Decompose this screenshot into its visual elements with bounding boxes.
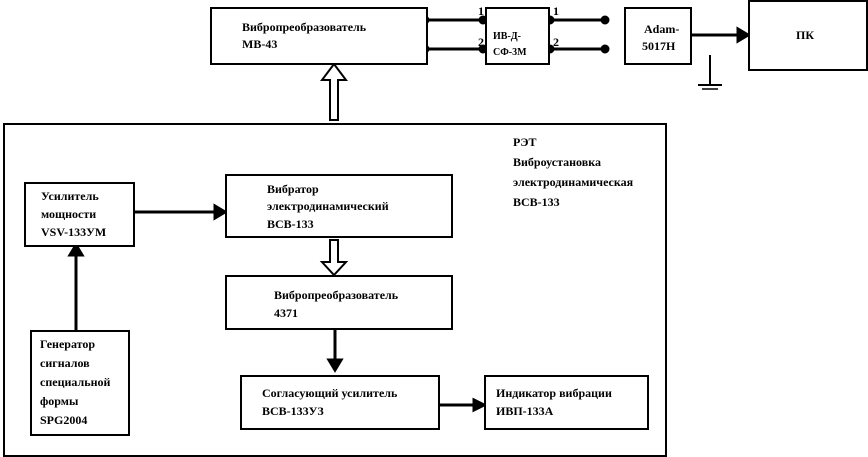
- label: Усилитель: [41, 189, 99, 203]
- label: МВ-43: [242, 37, 278, 51]
- port-in-2: 2: [478, 35, 484, 49]
- label: мощности: [41, 207, 97, 221]
- adam-block: Adam- 5017H: [624, 7, 692, 65]
- label: РЭТ: [513, 135, 537, 149]
- label: VSV-133УМ: [41, 225, 107, 239]
- generator-block: Генератор сигналов специальной формы SPG…: [30, 330, 130, 436]
- label: специальной: [40, 375, 111, 389]
- indicator-block: Индикатор вибрации ИВП-133А: [484, 375, 649, 430]
- matching-amp-block: Согласующий усилитель ВСВ-133УЗ: [240, 375, 440, 430]
- label: Adam-: [644, 22, 680, 36]
- label: SPG2004: [40, 413, 88, 427]
- label: Вибратор: [267, 182, 319, 196]
- label: 4371: [274, 306, 298, 320]
- label: ИВ-Д-СФ-3М: [493, 31, 527, 58]
- amp-block: Усилитель мощности VSV-133УМ: [24, 182, 135, 247]
- label: сигналов: [40, 356, 90, 370]
- double-arrow-4371: [319, 239, 349, 277]
- label: электродинамическая: [513, 175, 634, 189]
- label: ВСВ-133: [267, 217, 314, 231]
- double-arrow-mv43: [320, 62, 348, 121]
- port-in-1: 1: [478, 4, 484, 18]
- label: 5017H: [642, 39, 676, 53]
- label: Виброустановка: [513, 155, 601, 169]
- label: электродинамический: [267, 199, 389, 213]
- port-out-2: 2: [553, 35, 559, 49]
- sensor-4371-block: Вибропреобразователь 4371: [225, 275, 453, 330]
- mv43-block: Вибропреобразователь МВ-43: [210, 7, 428, 65]
- label: формы: [40, 394, 79, 408]
- label: ВСВ-133УЗ: [262, 404, 324, 418]
- arrow-to-pc: [736, 26, 751, 44]
- pc-block: ПК: [748, 0, 868, 71]
- label: ВСВ-133: [513, 195, 560, 209]
- label: ПК: [796, 28, 815, 42]
- label: Вибропреобразователь: [242, 20, 367, 34]
- ret-enclosure: [3, 123, 667, 457]
- label: Согласующий усилитель: [262, 386, 398, 400]
- label: Вибропреобразователь: [274, 288, 399, 302]
- label: Генератор: [40, 337, 96, 351]
- label: ИВП-133А: [496, 404, 554, 418]
- vibrator-block: Вибратор электродинамический ВСВ-133: [225, 174, 453, 238]
- ivd-block: ИВ-Д-СФ-3М: [485, 7, 550, 65]
- port-out-1: 1: [553, 4, 559, 18]
- label: Индикатор вибрации: [496, 386, 612, 400]
